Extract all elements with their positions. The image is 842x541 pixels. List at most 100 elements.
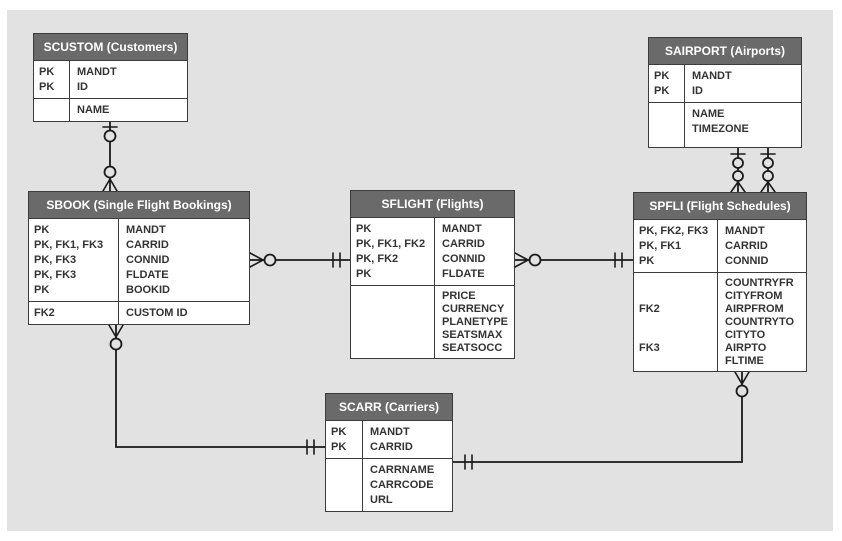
field-cell: BOOKID xyxy=(126,284,170,296)
table-scustom-key-section: PK PK MANDT ID xyxy=(34,61,187,99)
table-scarr-attr-section: CARRNAME CARRCODE URL xyxy=(326,459,452,511)
field-cell: ID xyxy=(692,85,703,97)
cardinality-one-and-only-one-icon xyxy=(614,252,623,268)
field-cell: COUNTRYTO xyxy=(725,316,795,328)
key-column: FK2 xyxy=(29,302,119,324)
key-cell: FK2 xyxy=(639,303,660,315)
field-cell: CONNID xyxy=(126,254,170,266)
key-cell: PK xyxy=(654,70,670,82)
field-cell: MANDT xyxy=(77,66,117,78)
table-scarr: SCARR (Carriers) PK PK MANDT CARRID CARR… xyxy=(325,393,453,512)
cardinality-zero-or-one-icon xyxy=(760,153,776,169)
key-cell: PK xyxy=(356,268,372,280)
key-column xyxy=(649,103,685,147)
key-column xyxy=(351,286,435,358)
table-sbook-attr-section: FK2 CUSTOM ID xyxy=(29,302,249,324)
key-column: FK2 FK3 xyxy=(634,273,718,371)
table-sairport-key-section: PK PK MANDT ID xyxy=(649,65,801,103)
table-sairport: SAIRPORT (Airports) PK PK MANDT ID NAME … xyxy=(648,37,802,148)
field-cell: PLANETYPE xyxy=(442,316,509,328)
field-cell: PRICE xyxy=(442,290,476,302)
field-cell: CARRID xyxy=(725,240,768,252)
key-cell xyxy=(39,103,65,118)
field-cell: MANDT xyxy=(725,225,765,237)
relationship-sbook-sflight xyxy=(249,252,351,268)
cardinality-zero-or-one-icon xyxy=(102,126,118,143)
field-cell: MANDT xyxy=(692,70,732,82)
table-spfli-key-section: PK, FK2, FK3 PK, FK1 PK MANDT CARRID CON… xyxy=(634,220,806,273)
table-sbook: SBOOK (Single Flight Bookings) PK PK, FK… xyxy=(28,191,250,325)
table-sflight-key-section: PK PK, FK1, FK2 PK, FK2 PK MANDT CARRID … xyxy=(351,218,514,286)
key-cell: PK, FK1, FK2 xyxy=(356,238,426,250)
relationship-scarr-spfli xyxy=(452,371,750,470)
cardinality-one-and-only-one-icon xyxy=(306,439,315,455)
field-cell: MANDT xyxy=(126,224,166,236)
field-cell: NAME xyxy=(692,108,725,120)
field-cell: CARRNAME xyxy=(370,464,435,476)
field-cell: CARRCODE xyxy=(370,479,434,491)
key-cell xyxy=(639,329,713,342)
field-cell: FLTIME xyxy=(725,355,764,367)
key-cell: PK xyxy=(34,224,50,236)
table-sbook-key-section: PK PK, FK1, FK3 PK, FK3 PK, FK3 PK MANDT… xyxy=(29,219,249,302)
key-cell: FK2 xyxy=(34,307,55,319)
cardinality-zero-or-many-icon xyxy=(249,252,277,268)
table-sflight: SFLIGHT (Flights) PK PK, FK1, FK2 PK, FK… xyxy=(350,190,515,359)
cardinality-one-and-only-one-icon xyxy=(332,252,341,268)
field-cell: CITYFROM xyxy=(725,290,783,302)
field-column: NAME xyxy=(70,99,187,121)
key-cell xyxy=(639,316,713,329)
key-cell: PK xyxy=(39,66,55,78)
key-cell xyxy=(639,277,713,290)
table-spfli-title: SPFLI (Flight Schedules) xyxy=(634,193,806,220)
field-cell: MANDT xyxy=(370,426,410,438)
cardinality-zero-or-many-icon xyxy=(734,371,750,398)
field-cell: FLDATE xyxy=(126,269,169,281)
field-column: MANDT ID xyxy=(70,61,187,98)
cardinality-zero-or-many-icon xyxy=(760,170,776,193)
relationship-scustom-sbook xyxy=(102,121,118,192)
key-cell: FK3 xyxy=(639,342,660,354)
cardinality-zero-or-many-icon xyxy=(108,324,124,351)
table-sairport-attr-section: NAME TIMEZONE xyxy=(649,103,801,147)
field-cell: SEATSMAX xyxy=(442,329,503,341)
key-cell: PK xyxy=(654,85,670,97)
key-cell: PK, FK2 xyxy=(356,253,399,265)
field-cell: CONNID xyxy=(725,255,769,267)
cardinality-zero-or-one-icon xyxy=(730,153,746,169)
table-sflight-title: SFLIGHT (Flights) xyxy=(351,191,514,218)
field-cell: AIRPTO xyxy=(725,342,767,354)
table-scarr-title: SCARR (Carriers) xyxy=(326,394,452,421)
table-scustom: SCUSTOM (Customers) PK PK MANDT ID NAME xyxy=(33,33,188,122)
field-cell: CITYTO xyxy=(725,329,766,341)
table-sflight-attr-section: PRICE CURRENCY PLANETYPE SEATSMAX SEATSO… xyxy=(351,286,514,358)
key-column xyxy=(326,459,363,511)
field-cell: AIRPFROM xyxy=(725,303,784,315)
table-sairport-title: SAIRPORT (Airports) xyxy=(649,38,801,65)
field-column: MANDT CARRID CONNID FLDATE BOOKID xyxy=(119,219,249,301)
field-cell: CARRID xyxy=(370,441,413,453)
relationship-sairport-spfli-2 xyxy=(760,147,776,193)
field-cell: SEATSOCC xyxy=(442,342,503,354)
key-column xyxy=(34,99,70,121)
key-column: PK, FK2, FK3 PK, FK1 PK xyxy=(634,220,718,272)
key-cell: PK, FK2, FK3 xyxy=(639,225,709,237)
table-scustom-title: SCUSTOM (Customers) xyxy=(34,34,187,61)
cardinality-zero-or-many-icon xyxy=(730,170,746,193)
key-cell: PK xyxy=(639,255,655,267)
field-column: COUNTRYFR CITYFROM AIRPFROM COUNTRYTO CI… xyxy=(718,273,806,371)
field-column: NAME TIMEZONE xyxy=(685,103,801,147)
key-cell: PK, FK3 xyxy=(34,269,77,281)
field-column: MANDT CARRID xyxy=(363,421,452,458)
key-column: PK PK xyxy=(649,65,685,102)
key-cell xyxy=(639,355,713,368)
field-cell: COUNTRYFR xyxy=(725,277,794,289)
field-column: PRICE CURRENCY PLANETYPE SEATSMAX SEATSO… xyxy=(435,286,514,358)
key-cell: PK xyxy=(331,441,347,453)
key-column: PK PK, FK1, FK2 PK, FK2 PK xyxy=(351,218,435,285)
relationship-sflight-spfli xyxy=(514,252,634,268)
field-cell: FLDATE xyxy=(442,268,485,280)
key-cell: PK, FK3 xyxy=(34,254,77,266)
key-column: PK PK xyxy=(326,421,363,458)
